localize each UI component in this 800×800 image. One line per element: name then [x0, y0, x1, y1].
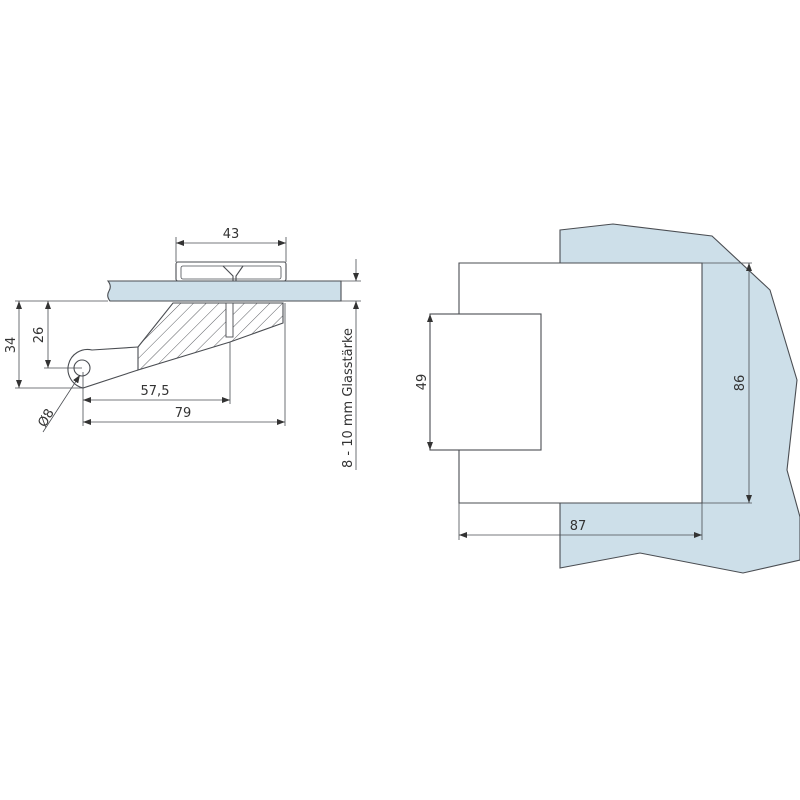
glass-thickness-label: 8 - 10 mm Glasstärke [341, 328, 356, 468]
dim-plate-width: 87 [570, 519, 587, 534]
hinge-arm [67, 346, 139, 389]
dim-pivot-height: 26 [32, 327, 47, 344]
dim-clamp-width: 43 [223, 227, 240, 242]
hinge-body-section [137, 302, 284, 371]
screw [225, 302, 234, 338]
dim-plate-height: 86 [733, 375, 748, 392]
dim-pivot-to-end: 79 [175, 406, 192, 421]
dim-leader-diameter [42, 374, 81, 433]
hinge-plate [458, 262, 703, 504]
dim-pivot-to-screw: 57,5 [141, 384, 170, 399]
dim-pivot-diameter: Ø8 [35, 406, 57, 430]
side-view: 43 34 26 Ø8 57,5 79 8 - 10 mm Glasstärke [4, 227, 361, 470]
front-view: 49 86 87 [415, 223, 800, 574]
hinge-inner-block [429, 313, 542, 451]
glass-pane-side [106, 280, 342, 302]
dim-inner-height: 49 [415, 374, 430, 391]
dim-total-height: 34 [4, 337, 19, 354]
